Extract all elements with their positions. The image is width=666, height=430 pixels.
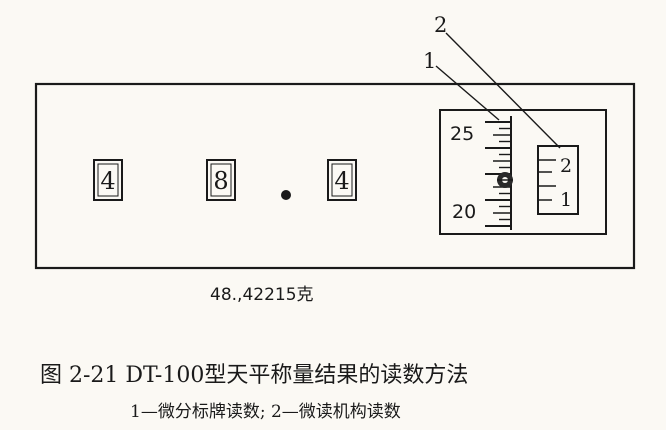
leader-line-1 <box>435 65 500 121</box>
micro-label-lower: 1 <box>560 189 572 211</box>
digit-1: 4 <box>100 167 115 195</box>
figure-subcaption: 1—微分标牌读数; 2—微读机构读数 <box>130 402 401 422</box>
scale-ticks <box>485 121 511 227</box>
pointer-knob <box>497 172 513 188</box>
decimal-point <box>281 190 291 200</box>
scale-label-top: 25 <box>450 123 474 145</box>
digit-2: 8 <box>213 167 228 195</box>
leader-line-2 <box>445 32 561 149</box>
micro-label-upper: 2 <box>560 155 572 177</box>
digit-window-2: 8 <box>206 159 236 201</box>
digit-3: 4 <box>334 167 349 195</box>
digit-window-3: 4 <box>327 159 357 201</box>
leader-label-2: 2 <box>434 13 447 37</box>
micro-read-ticks <box>538 159 556 201</box>
digit-window-1: 4 <box>93 159 123 201</box>
scale-label-bottom: 20 <box>452 201 476 223</box>
reading-result: 48.,42215克 <box>210 285 314 305</box>
instrument-panel <box>34 82 636 270</box>
figure-caption: 图 2-21 DT-100型天平称量结果的读数方法 <box>40 363 468 388</box>
leader-label-1: 1 <box>423 49 436 73</box>
